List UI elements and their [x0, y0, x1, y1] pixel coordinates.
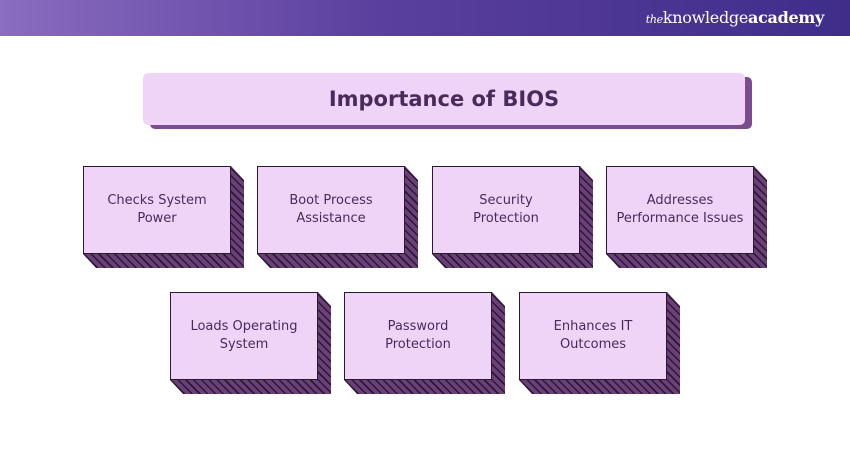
page-title: Importance of BIOS	[143, 73, 745, 125]
brand-logo: theknowledgeacademy	[645, 8, 825, 27]
logo-prefix: the	[645, 13, 663, 26]
logo-suffix: academy	[748, 8, 824, 27]
title-banner: Importance of BIOS	[143, 73, 752, 129]
header-banner: theknowledgeacademy	[0, 0, 850, 36]
logo-name: knowledge	[662, 8, 749, 27]
